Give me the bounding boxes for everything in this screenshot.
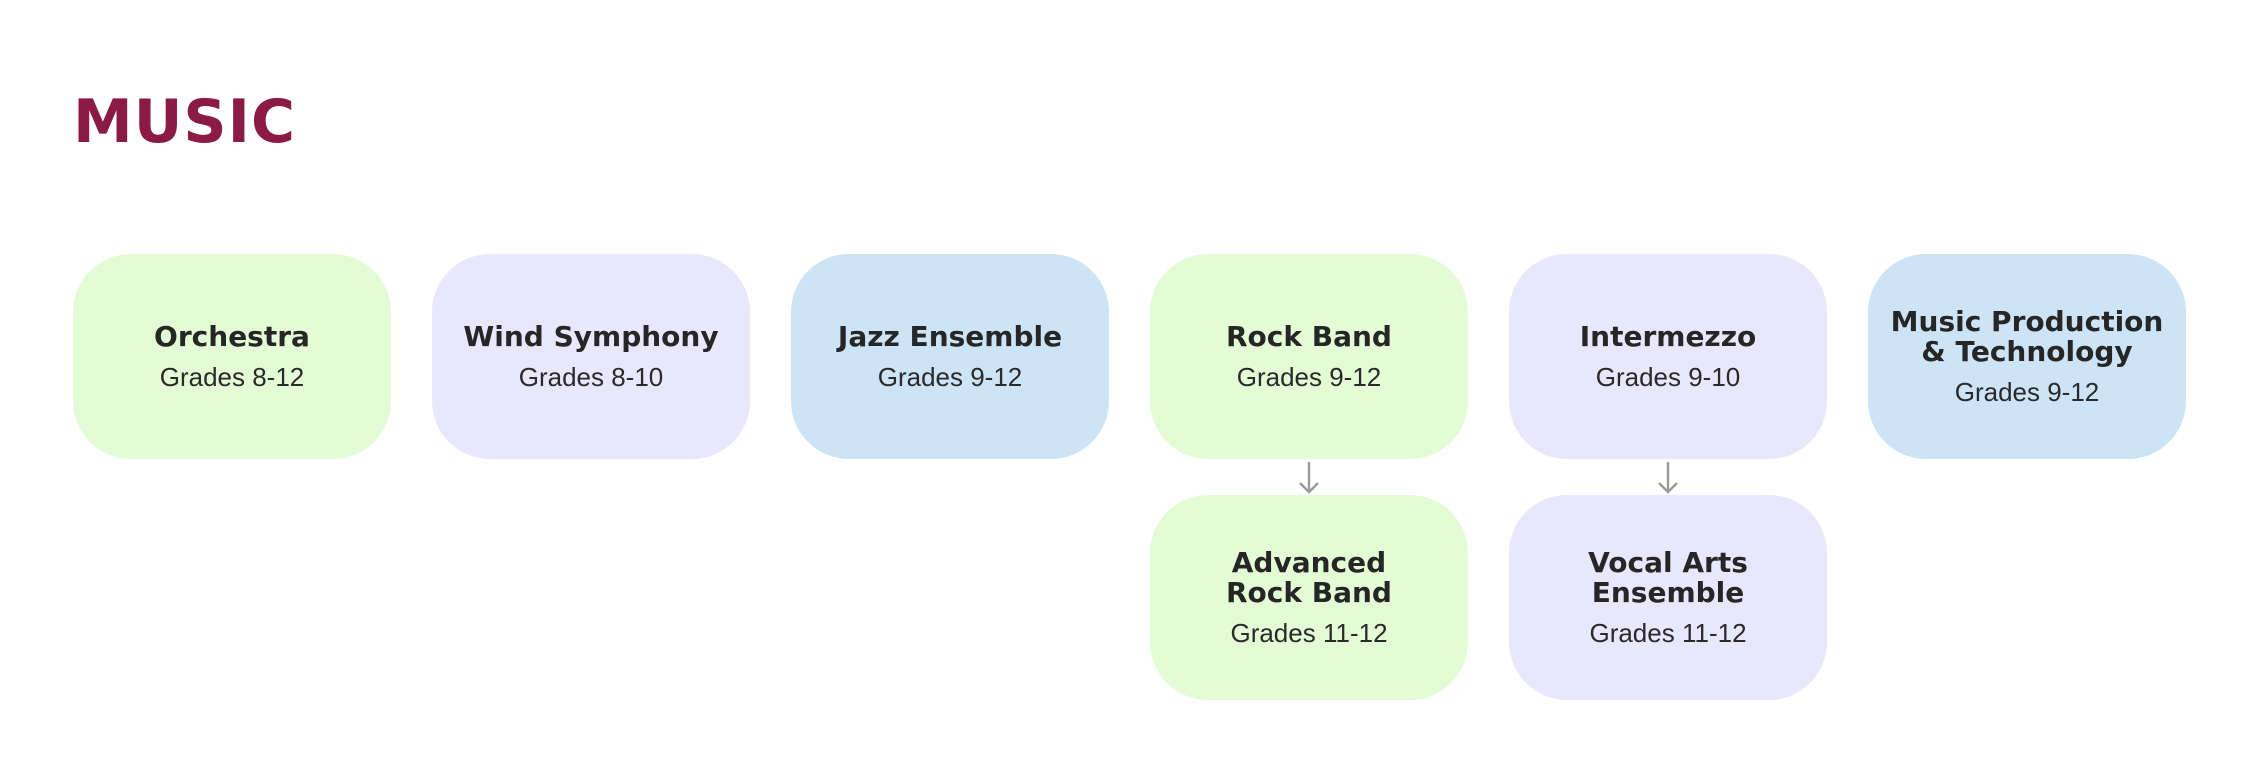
course-grades: Grades 9-10 — [1595, 361, 1741, 392]
course-grades: Grades 9-12 — [1954, 376, 2100, 407]
page-title: MUSIC — [73, 87, 296, 157]
course-grades: Grades 9-12 — [1236, 361, 1382, 392]
course-card-jazz-ensemble: Jazz Ensemble Grades 9-12 — [791, 254, 1109, 459]
course-card-music-production: Music Production & Technology Grades 9-1… — [1868, 254, 2186, 459]
course-card-advanced-rock-band: Advanced Rock Band Grades 11-12 — [1150, 495, 1468, 700]
arrow-down-icon — [1299, 462, 1319, 494]
course-grades: Grades 11-12 — [1230, 617, 1388, 648]
course-title: Wind Symphony — [463, 319, 719, 353]
course-card-wind-symphony: Wind Symphony Grades 8-10 — [432, 254, 750, 459]
course-card-rock-band: Rock Band Grades 9-12 — [1150, 254, 1468, 459]
course-grades: Grades 8-12 — [159, 361, 305, 392]
course-card-orchestra: Orchestra Grades 8-12 — [73, 254, 391, 459]
course-card-vocal-arts-ensemble: Vocal Arts Ensemble Grades 11-12 — [1509, 495, 1827, 700]
course-title: Advanced Rock Band — [1226, 545, 1392, 609]
course-title: Music Production & Technology — [1890, 304, 2164, 368]
course-grades: Grades 8-10 — [518, 361, 664, 392]
course-grades: Grades 11-12 — [1589, 617, 1747, 648]
course-card-intermezzo: Intermezzo Grades 9-10 — [1509, 254, 1827, 459]
course-title: Rock Band — [1226, 319, 1392, 353]
course-title: Intermezzo — [1579, 319, 1757, 353]
course-title: Orchestra — [154, 319, 310, 353]
course-title: Vocal Arts Ensemble — [1588, 545, 1748, 609]
course-grades: Grades 9-12 — [877, 361, 1023, 392]
course-title: Jazz Ensemble — [837, 319, 1063, 353]
arrow-down-icon — [1658, 462, 1678, 494]
